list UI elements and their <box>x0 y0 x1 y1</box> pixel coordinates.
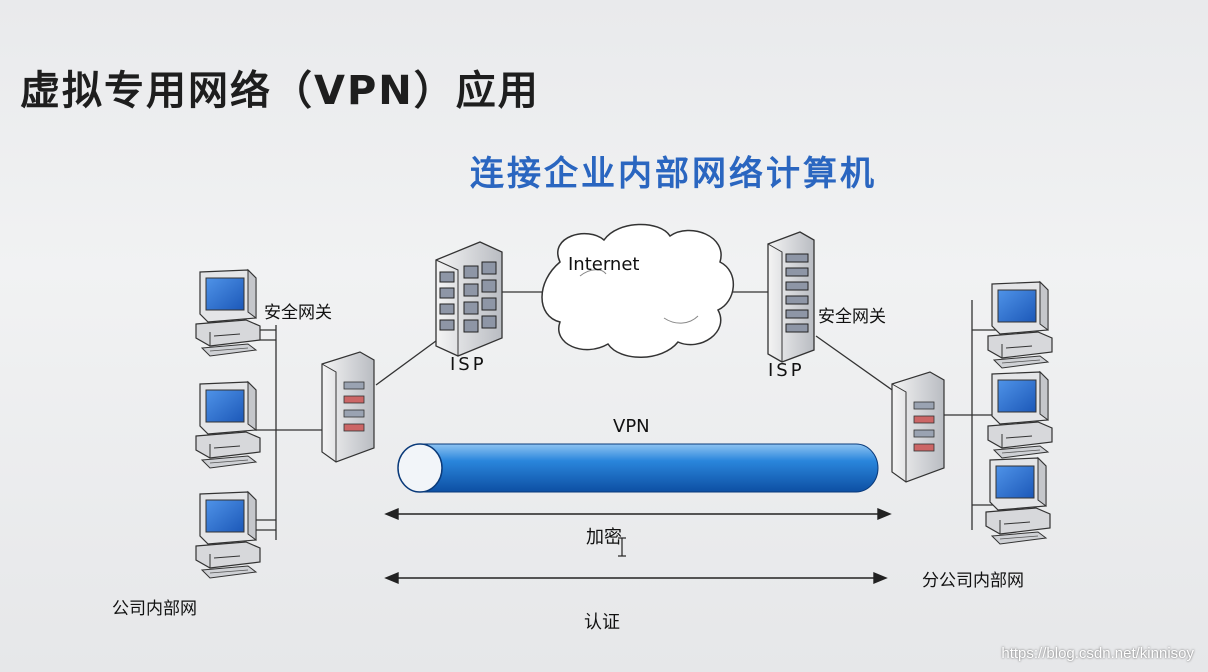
encryption-label: 加密 <box>586 527 622 548</box>
authentication-arrow <box>384 571 888 585</box>
right-computer-3 <box>985 457 1051 545</box>
left-computer-2 <box>195 381 261 469</box>
right-gateway-server <box>891 371 945 483</box>
vpn-label: VPN <box>613 416 650 437</box>
authentication-label: 认证 <box>584 612 620 633</box>
left-computer-3 <box>195 491 261 579</box>
diagram-subtitle: 连接企业内部网络计算机 <box>470 154 877 194</box>
watermark: https://blog.csdn.net/kinnisoy <box>1001 645 1194 662</box>
company-intranet-label: 公司内部网 <box>112 599 197 619</box>
right-computer-2 <box>987 371 1053 459</box>
right-isp-rack <box>767 231 815 363</box>
internet-cloud <box>541 223 735 358</box>
left-computer-1 <box>195 269 261 357</box>
right-isp-label: ISP <box>768 360 805 381</box>
right-computer-1 <box>987 281 1053 369</box>
text-cursor-icon <box>618 537 626 557</box>
left-gateway-server <box>321 351 375 463</box>
left-isp-rack <box>435 241 503 357</box>
slide-title: 虚拟专用网络（VPN）应用 <box>20 68 540 114</box>
encryption-arrow <box>384 507 892 521</box>
branch-intranet-label: 分公司内部网 <box>922 571 1024 591</box>
internet-label: Internet <box>568 254 640 275</box>
left-isp-label: ISP <box>450 354 487 375</box>
left-gateway-label: 安全网关 <box>264 303 332 323</box>
vpn-tunnel <box>397 443 879 493</box>
right-gateway-label: 安全网关 <box>818 307 886 327</box>
